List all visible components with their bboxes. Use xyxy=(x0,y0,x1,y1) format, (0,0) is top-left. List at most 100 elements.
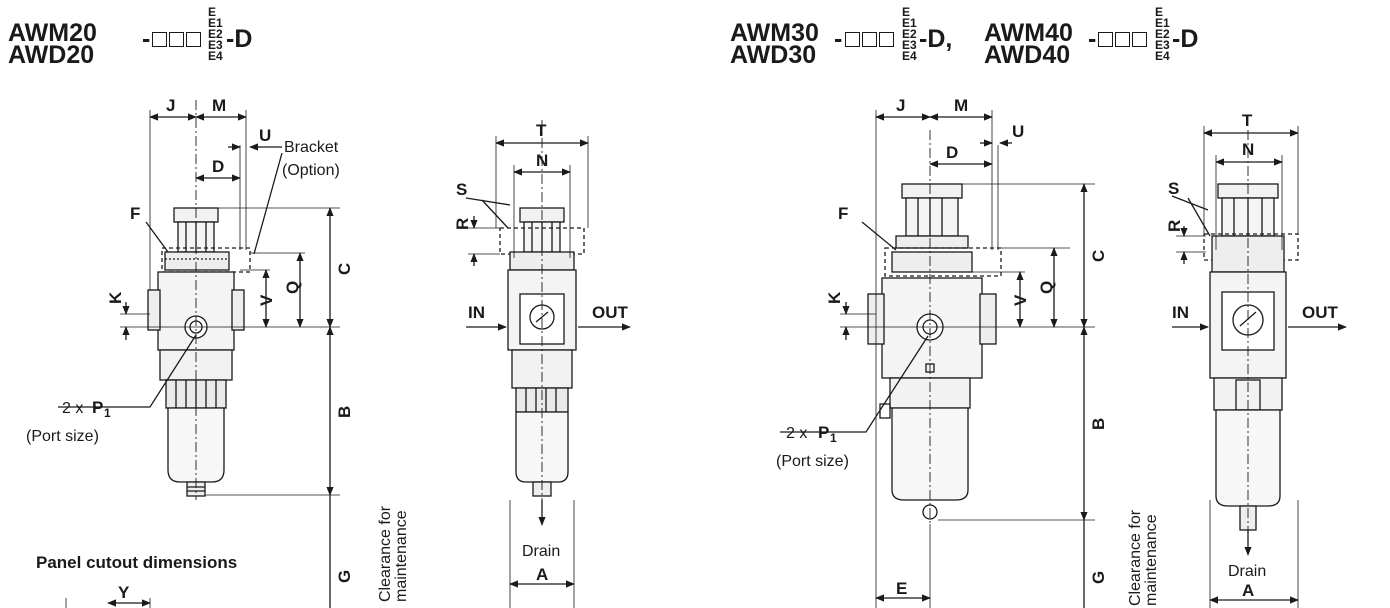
right-option-boxes-2 xyxy=(1098,31,1149,49)
dim-label-u: U xyxy=(259,126,271,145)
option-box xyxy=(186,32,201,48)
right-side-dimensions xyxy=(1171,126,1347,608)
dim-label-u: U xyxy=(1012,122,1024,141)
clearance-line2: maintenance xyxy=(393,510,410,602)
left-model-b: AWD20 xyxy=(8,41,95,69)
dim-label-a: A xyxy=(1242,581,1254,600)
dim-label-c: C xyxy=(1089,250,1108,262)
port-size-note: (Port size) xyxy=(776,453,849,470)
left-suffix: -D xyxy=(226,25,253,53)
panel-cutout-title: Panel cutout dimensions xyxy=(36,553,237,572)
dim-label-a: A xyxy=(536,565,548,584)
dim-label-f: F xyxy=(130,204,140,223)
option-code: E3 xyxy=(1155,38,1170,52)
left-dash: - xyxy=(142,25,151,53)
bracket-option: (Option) xyxy=(282,162,340,179)
dim-label-g: G xyxy=(1089,571,1108,584)
left-dimensions xyxy=(58,110,340,608)
option-box xyxy=(879,32,894,48)
left-option-boxes xyxy=(152,31,203,49)
option-box xyxy=(845,32,860,48)
option-code: E2 xyxy=(208,27,223,41)
dim-label-v: V xyxy=(1011,294,1030,306)
right-dash: - xyxy=(834,25,843,53)
option-code: E4 xyxy=(1155,49,1170,63)
option-code: E2 xyxy=(1155,27,1170,41)
option-box xyxy=(1098,32,1113,48)
option-code: E2 xyxy=(902,27,917,41)
dim-label-j: J xyxy=(166,96,175,115)
clearance-line1: Clearance for xyxy=(1127,509,1144,606)
option-code: E xyxy=(208,5,217,19)
drain-label: Drain xyxy=(1228,563,1266,580)
dim-label-j: J xyxy=(896,96,905,115)
right-dash-2: - xyxy=(1088,25,1097,53)
option-box xyxy=(169,32,184,48)
in-label: IN xyxy=(468,303,485,322)
dim-label-k: K xyxy=(825,291,844,304)
right-side-view xyxy=(1203,130,1299,556)
right-model-c: AWM40 xyxy=(984,19,1073,47)
dim-label-r: R xyxy=(1165,220,1184,232)
right-option-boxes-1 xyxy=(845,31,896,49)
dim-label-q: Q xyxy=(283,281,302,294)
in-label: IN xyxy=(1172,303,1189,322)
dim-label-m: M xyxy=(212,96,226,115)
drain-label: Drain xyxy=(522,543,560,560)
dim-label-t: T xyxy=(1242,111,1253,130)
port-subscript: 1 xyxy=(104,406,111,420)
dim-label-f: F xyxy=(838,204,848,223)
left-side-view xyxy=(499,120,585,526)
right-front-dimensions xyxy=(780,110,1095,608)
dim-label-v: V xyxy=(257,294,276,306)
dim-label-c: C xyxy=(335,263,354,275)
dim-label-s: S xyxy=(1168,179,1179,198)
option-code: E1 xyxy=(902,16,917,30)
dim-label-n: N xyxy=(536,151,548,170)
right-suffix-mid: -D, xyxy=(919,25,953,53)
dim-label-k: K xyxy=(106,291,125,304)
right-model-a: AWM30 xyxy=(730,19,819,47)
dim-label-b: B xyxy=(335,406,354,418)
dim-label-g: G xyxy=(335,570,354,583)
dim-label-s: S xyxy=(456,180,467,199)
bracket-label: Bracket xyxy=(284,139,339,156)
right-model-d: AWD40 xyxy=(984,41,1071,69)
port-size-note: (Port size) xyxy=(26,428,99,445)
option-code: E xyxy=(1155,5,1164,19)
right-option-list-1: E E1 E2 E3 E4 xyxy=(902,5,917,62)
dim-label-t: T xyxy=(536,121,547,140)
clearance-line1: Clearance for xyxy=(377,505,394,602)
option-code: E3 xyxy=(208,38,223,52)
dim-label-q: Q xyxy=(1037,281,1056,294)
option-code: E1 xyxy=(208,16,223,30)
port-count: 2 x xyxy=(786,425,807,442)
dim-label-y: Y xyxy=(118,583,130,602)
dim-label-d: D xyxy=(212,157,224,176)
option-code: E3 xyxy=(902,38,917,52)
port-subscript: 1 xyxy=(830,431,837,445)
right-model-b: AWD30 xyxy=(730,41,817,69)
port-symbol: P xyxy=(92,398,103,417)
right-option-list-2: E E1 E2 E3 E4 xyxy=(1155,5,1170,63)
dim-label-d: D xyxy=(946,143,958,162)
right-suffix: -D xyxy=(1172,25,1199,53)
option-box xyxy=(1132,32,1147,48)
clearance-line2: maintenance xyxy=(1143,514,1160,606)
option-code: E4 xyxy=(208,49,223,63)
left-front-view xyxy=(147,100,251,500)
dim-label-m: M xyxy=(954,96,968,115)
left-model-a: AWM20 xyxy=(8,19,97,47)
option-code: E xyxy=(902,5,911,19)
option-box xyxy=(862,32,877,48)
dim-label-n: N xyxy=(1242,140,1254,159)
left-side-dimensions xyxy=(465,136,631,608)
option-box xyxy=(1115,32,1130,48)
option-code: E1 xyxy=(1155,16,1170,30)
dim-label-b: B xyxy=(1089,418,1108,430)
out-label: OUT xyxy=(1302,303,1339,322)
option-box xyxy=(152,32,167,48)
dim-label-e: E xyxy=(896,579,907,598)
port-symbol: P xyxy=(818,423,829,442)
